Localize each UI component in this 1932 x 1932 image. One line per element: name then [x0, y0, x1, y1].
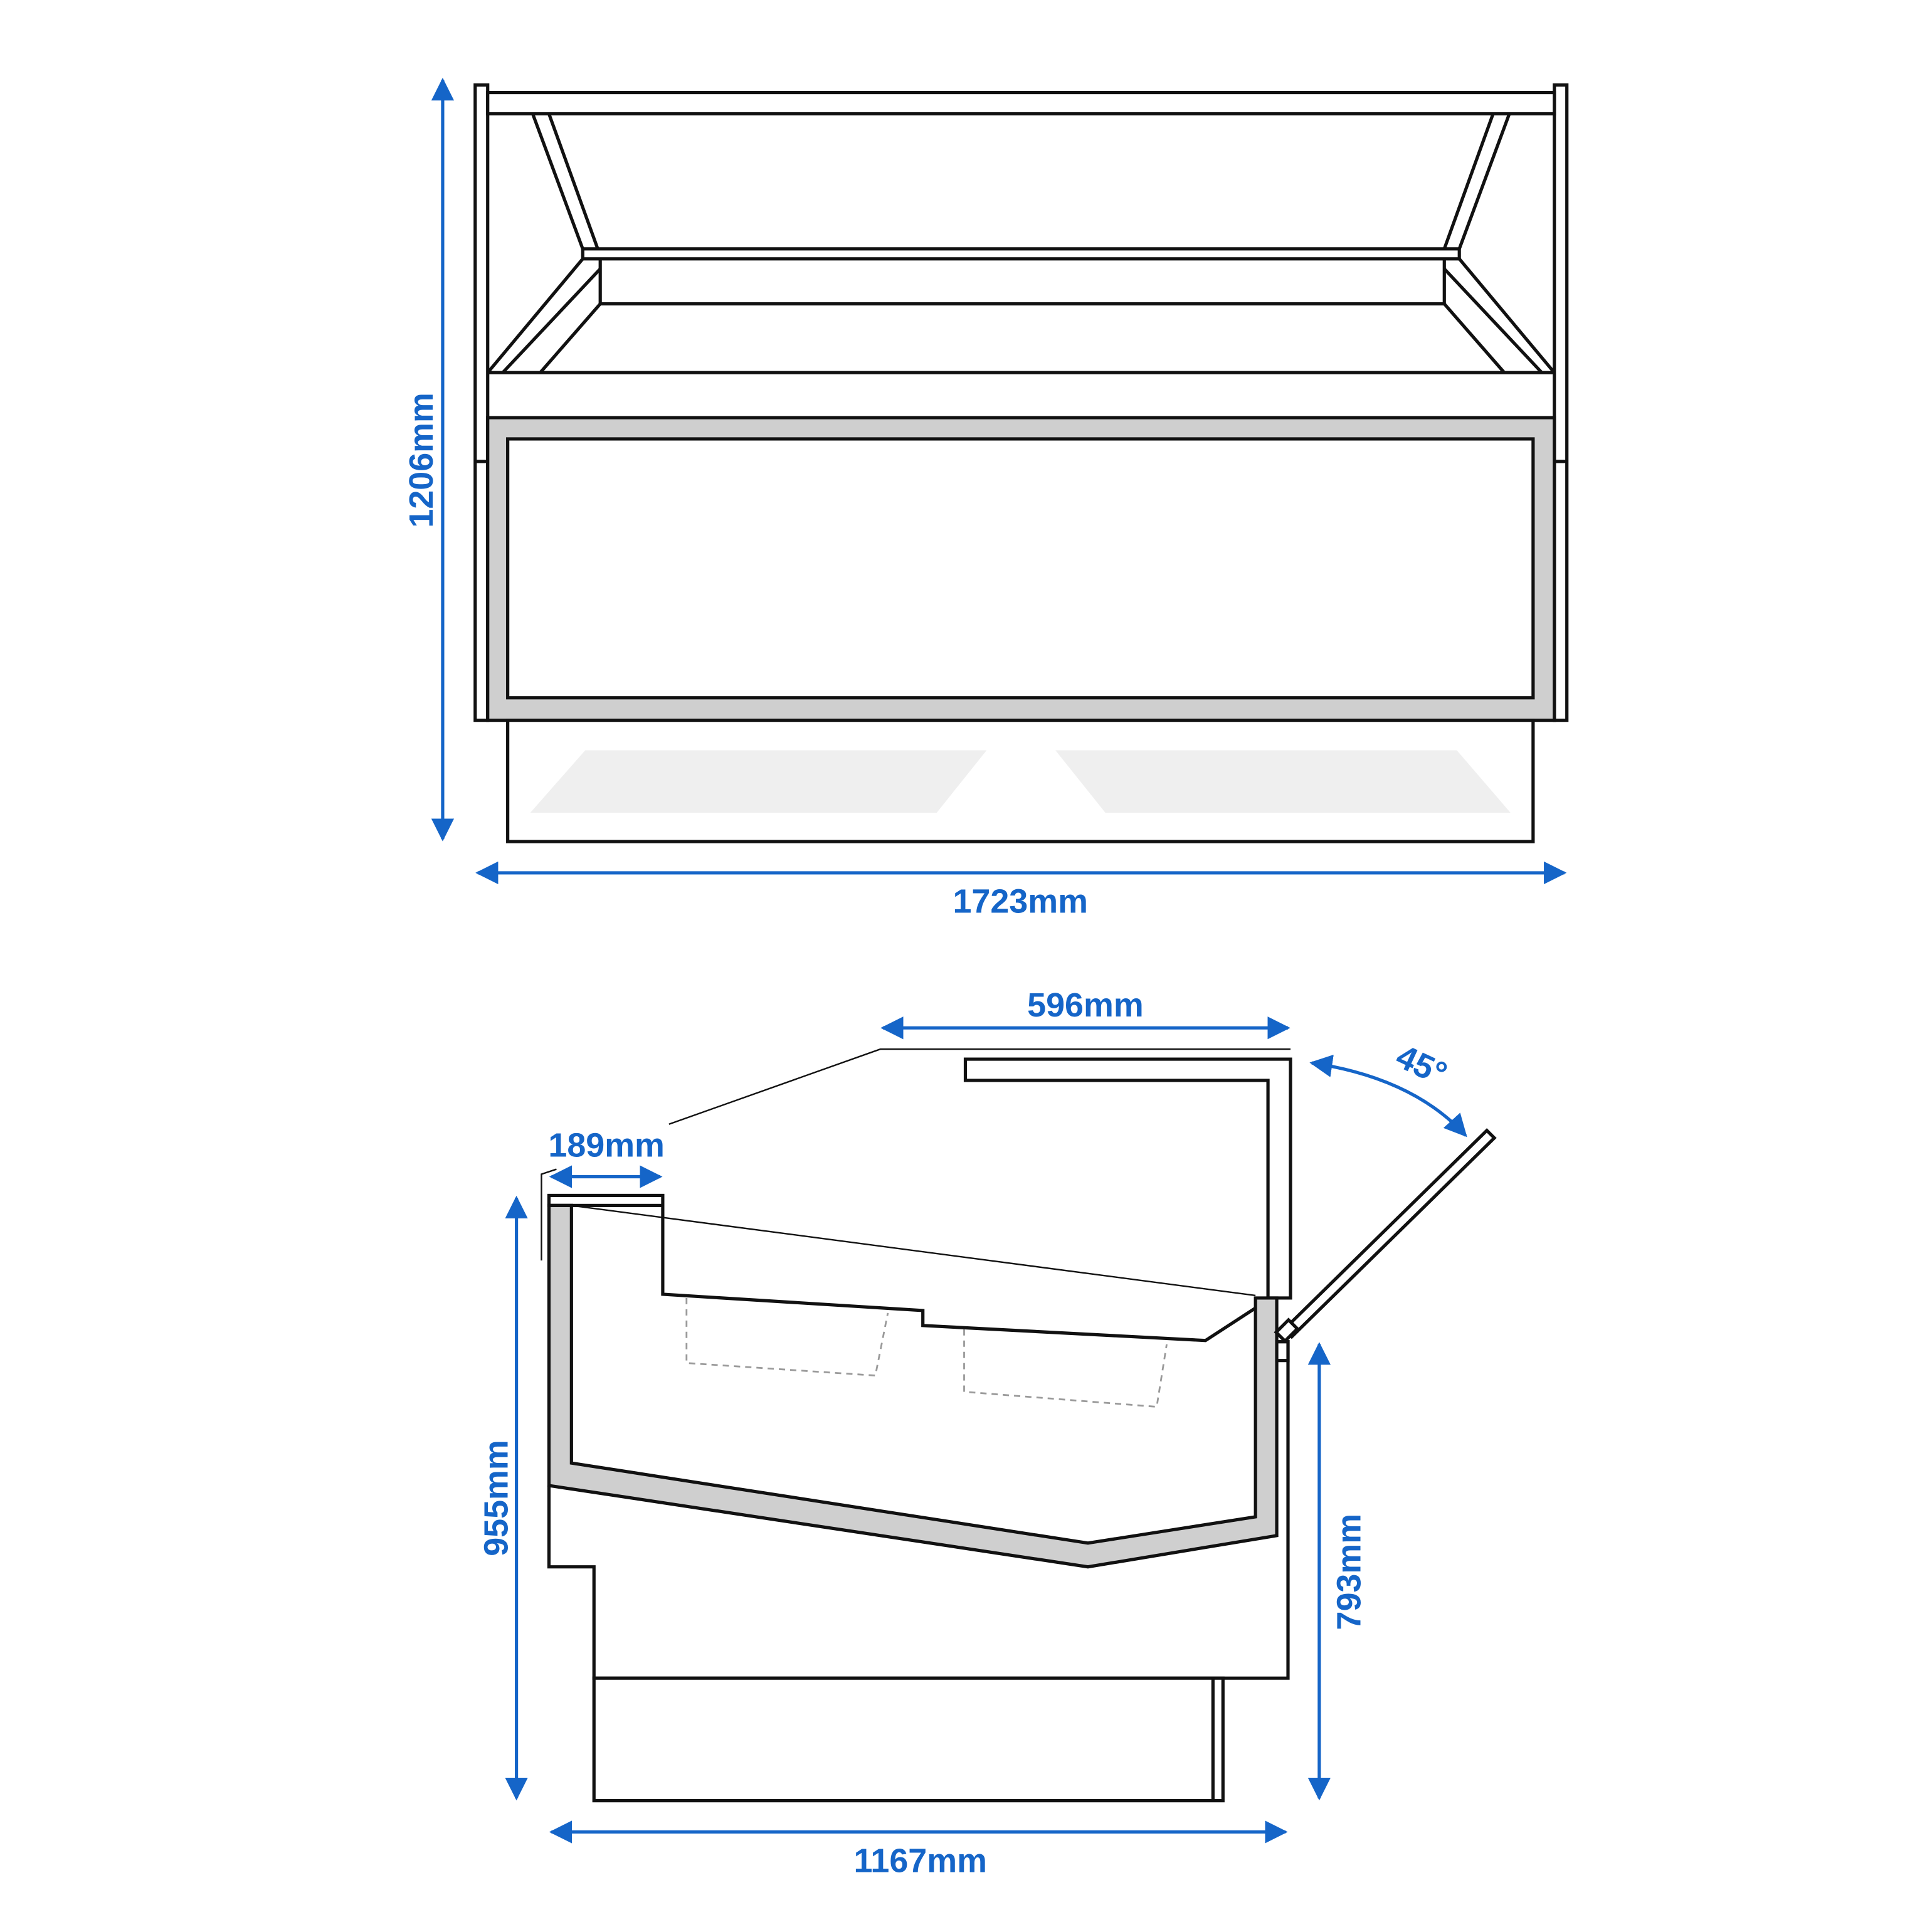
cabinet-body	[547, 1340, 1290, 1680]
height-label: 1206mm	[403, 393, 440, 527]
lid-angle-arc	[1309, 1054, 1467, 1138]
top-bar	[486, 90, 1556, 116]
lid-angle-label: 45°	[1390, 1037, 1452, 1093]
side-view: 596mm 189mm 45° 955mm 793mm 1167mm	[478, 986, 1497, 1879]
left-post	[473, 83, 490, 722]
width-label: 1723mm	[953, 883, 1088, 921]
glass-outline	[668, 1048, 1291, 1125]
base-reflection-left	[530, 750, 987, 813]
glass-frame	[486, 113, 1556, 374]
base-reflection-right	[1055, 750, 1511, 813]
top-depth-label: 596mm	[1027, 986, 1144, 1024]
total-depth-label: 1167mm	[853, 1842, 987, 1879]
counter-height-label: 793mm	[1331, 1514, 1368, 1630]
pan-shelf	[661, 1205, 1257, 1343]
total-height-label: 955mm	[478, 1440, 515, 1556]
front-panel	[506, 437, 1535, 700]
open-lid	[1274, 1128, 1497, 1344]
pan-right	[963, 1329, 1168, 1408]
base-plinth	[592, 1676, 1225, 1803]
right-post	[1553, 83, 1569, 722]
top-glass-frame	[963, 1057, 1292, 1300]
lip-depth-label: 189mm	[548, 1127, 665, 1164]
sloped-glass	[571, 1205, 1256, 1297]
insulated-tub	[547, 1203, 1279, 1569]
pan-left	[685, 1297, 889, 1377]
top-lip	[547, 1193, 665, 1207]
front-view: 1206mm 1723mm	[403, 77, 1569, 921]
